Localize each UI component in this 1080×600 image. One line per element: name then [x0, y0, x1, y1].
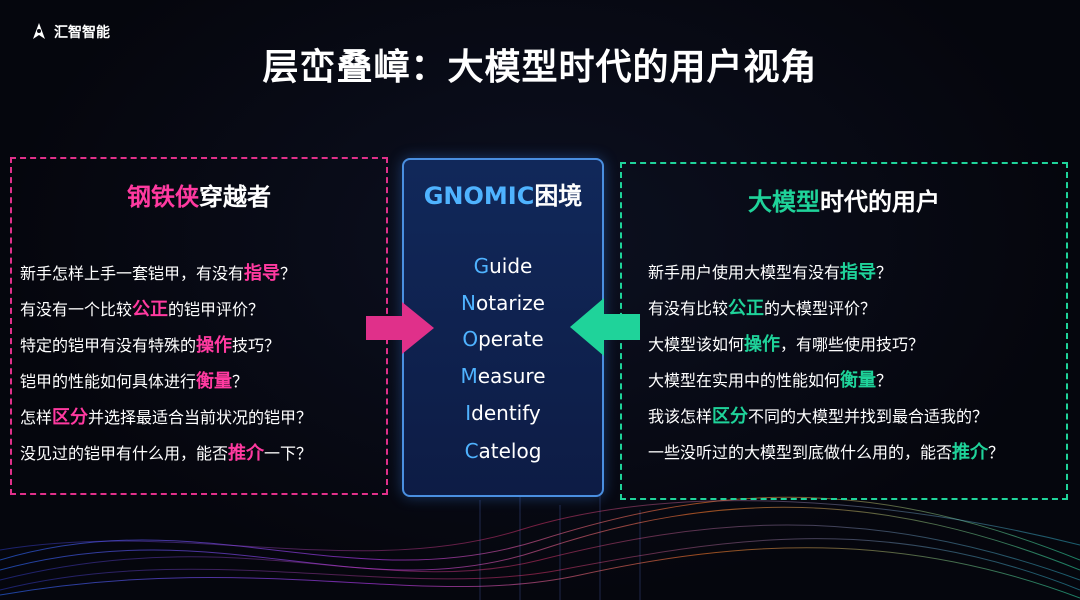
gnomic-word: uide: [489, 254, 533, 278]
gnomic-word: easure: [477, 364, 546, 388]
question-text: 一些没听过的大模型到底做什么用的，能否: [648, 443, 953, 462]
left-heading-rest: 穿越者: [199, 183, 271, 211]
right-heading-highlight: 大模型: [748, 188, 820, 216]
gnomic-word: atelog: [478, 439, 542, 463]
list-item: 大模型在实用中的性能如何衡量？: [648, 366, 892, 392]
question-text: 有没有比较: [648, 299, 729, 318]
question-keyword: 操作: [744, 334, 781, 355]
question-keyword: 指导: [244, 263, 281, 284]
gnomic-initial: O: [462, 327, 479, 351]
list-item: 铠甲的性能如何具体进行衡量？: [20, 367, 248, 393]
gnomic-initial: G: [473, 254, 490, 278]
question-text: 没见过的铠甲有什么用，能否: [20, 444, 229, 463]
list-item: 怎样区分并选择最适合当前状况的铠甲？: [20, 403, 312, 429]
right-panel-heading: 大模型时代的用户: [622, 182, 1066, 217]
question-text: 大模型该如何: [648, 335, 745, 354]
question-text: 一下？: [264, 444, 313, 463]
question-text: 的铠甲评价？: [168, 300, 265, 319]
question-text: 技巧？: [232, 336, 281, 355]
brand-logo: 汇智智能: [30, 22, 110, 42]
list-item: 有没有一个比较公正的铠甲评价？: [20, 295, 264, 321]
list-item: 我该怎样区分不同的大模型并找到最合适我的？: [648, 402, 988, 428]
question-keyword: 衡量: [196, 371, 233, 392]
left-panel-heading: 钢铁侠穿越者: [12, 177, 386, 212]
question-keyword: 推介: [228, 443, 265, 464]
list-item: Notarize: [404, 291, 602, 315]
question-text: ，有哪些使用技巧？: [780, 335, 925, 354]
brand-name: 汇智智能: [54, 25, 110, 41]
question-text: 并选择最适合当前状况的铠甲？: [88, 408, 313, 427]
gnomic-panel: GNOMIC困境 Guide Notarize Operate Measure …: [402, 158, 604, 497]
left-heading-highlight: 钢铁侠: [127, 183, 199, 211]
question-text: ？: [280, 264, 297, 283]
gnomic-heading-prefix: GNOMIC: [423, 182, 535, 210]
question-text: 的大模型评价？: [764, 299, 877, 318]
list-item: 没见过的铠甲有什么用，能否推介一下？: [20, 439, 312, 465]
list-item: 大模型该如何操作，有哪些使用技巧？: [648, 330, 924, 356]
gnomic-word: otarize: [476, 291, 545, 315]
question-text: 我该怎样: [648, 407, 713, 426]
gnomic-initial: I: [465, 401, 472, 425]
question-keyword: 区分: [712, 406, 749, 427]
list-item: Identify: [404, 401, 602, 425]
question-text: ？: [876, 263, 893, 282]
list-item: Guide: [404, 254, 602, 278]
gnomic-heading: GNOMIC困境: [404, 176, 602, 211]
arrow-left-icon: [570, 298, 640, 356]
llm-user-panel: 大模型时代的用户 新手用户使用大模型有没有指导？ 有没有比较公正的大模型评价？ …: [620, 162, 1068, 500]
question-text: 特定的铠甲有没有特殊的: [20, 336, 197, 355]
question-text: 不同的大模型并找到最合适我的？: [748, 407, 989, 426]
gnomic-heading-suffix: 困境: [534, 182, 583, 210]
list-item: 新手用户使用大模型有没有指导？: [648, 258, 892, 284]
list-item: Catelog: [404, 439, 602, 463]
list-item: Operate: [404, 327, 602, 351]
list-item: 一些没听过的大模型到底做什么用的，能否推介？: [648, 438, 1004, 464]
gnomic-initial: M: [460, 364, 478, 388]
question-text: ？: [988, 443, 1005, 462]
right-heading-rest: 时代的用户: [820, 188, 940, 216]
list-item: 新手怎样上手一套铠甲，有没有指导？: [20, 259, 296, 285]
question-keyword: 区分: [52, 407, 89, 428]
list-item: 有没有比较公正的大模型评价？: [648, 294, 876, 320]
rocket-logo-icon: [33, 23, 45, 39]
gnomic-word: dentify: [471, 401, 541, 425]
question-keyword: 指导: [840, 262, 877, 283]
question-keyword: 衡量: [840, 370, 877, 391]
question-keyword: 公正: [728, 298, 765, 319]
list-item: 特定的铠甲有没有特殊的操作技巧？: [20, 331, 280, 357]
question-text: 大模型在实用中的性能如何: [648, 371, 841, 390]
arrow-right-icon: [366, 302, 434, 354]
page-title: 层峦叠嶂：大模型时代的用户视角: [262, 47, 818, 88]
question-keyword: 操作: [196, 335, 233, 356]
gnomic-word: perate: [478, 327, 544, 351]
question-text: 有没有一个比较: [20, 300, 133, 319]
gnomic-initial: N: [461, 291, 477, 315]
question-text: 铠甲的性能如何具体进行: [20, 372, 197, 391]
question-text: ？: [232, 372, 249, 391]
question-text: 新手用户使用大模型有没有: [648, 263, 841, 282]
question-keyword: 公正: [132, 299, 169, 320]
gnomic-initial: C: [464, 439, 479, 463]
question-keyword: 推介: [952, 442, 989, 463]
list-item: Measure: [404, 364, 602, 388]
question-text: 新手怎样上手一套铠甲，有没有: [20, 264, 245, 283]
iron-man-panel: 钢铁侠穿越者 新手怎样上手一套铠甲，有没有指导？ 有没有一个比较公正的铠甲评价？…: [10, 157, 388, 495]
question-text: ？: [876, 371, 893, 390]
question-text: 怎样: [20, 408, 53, 427]
